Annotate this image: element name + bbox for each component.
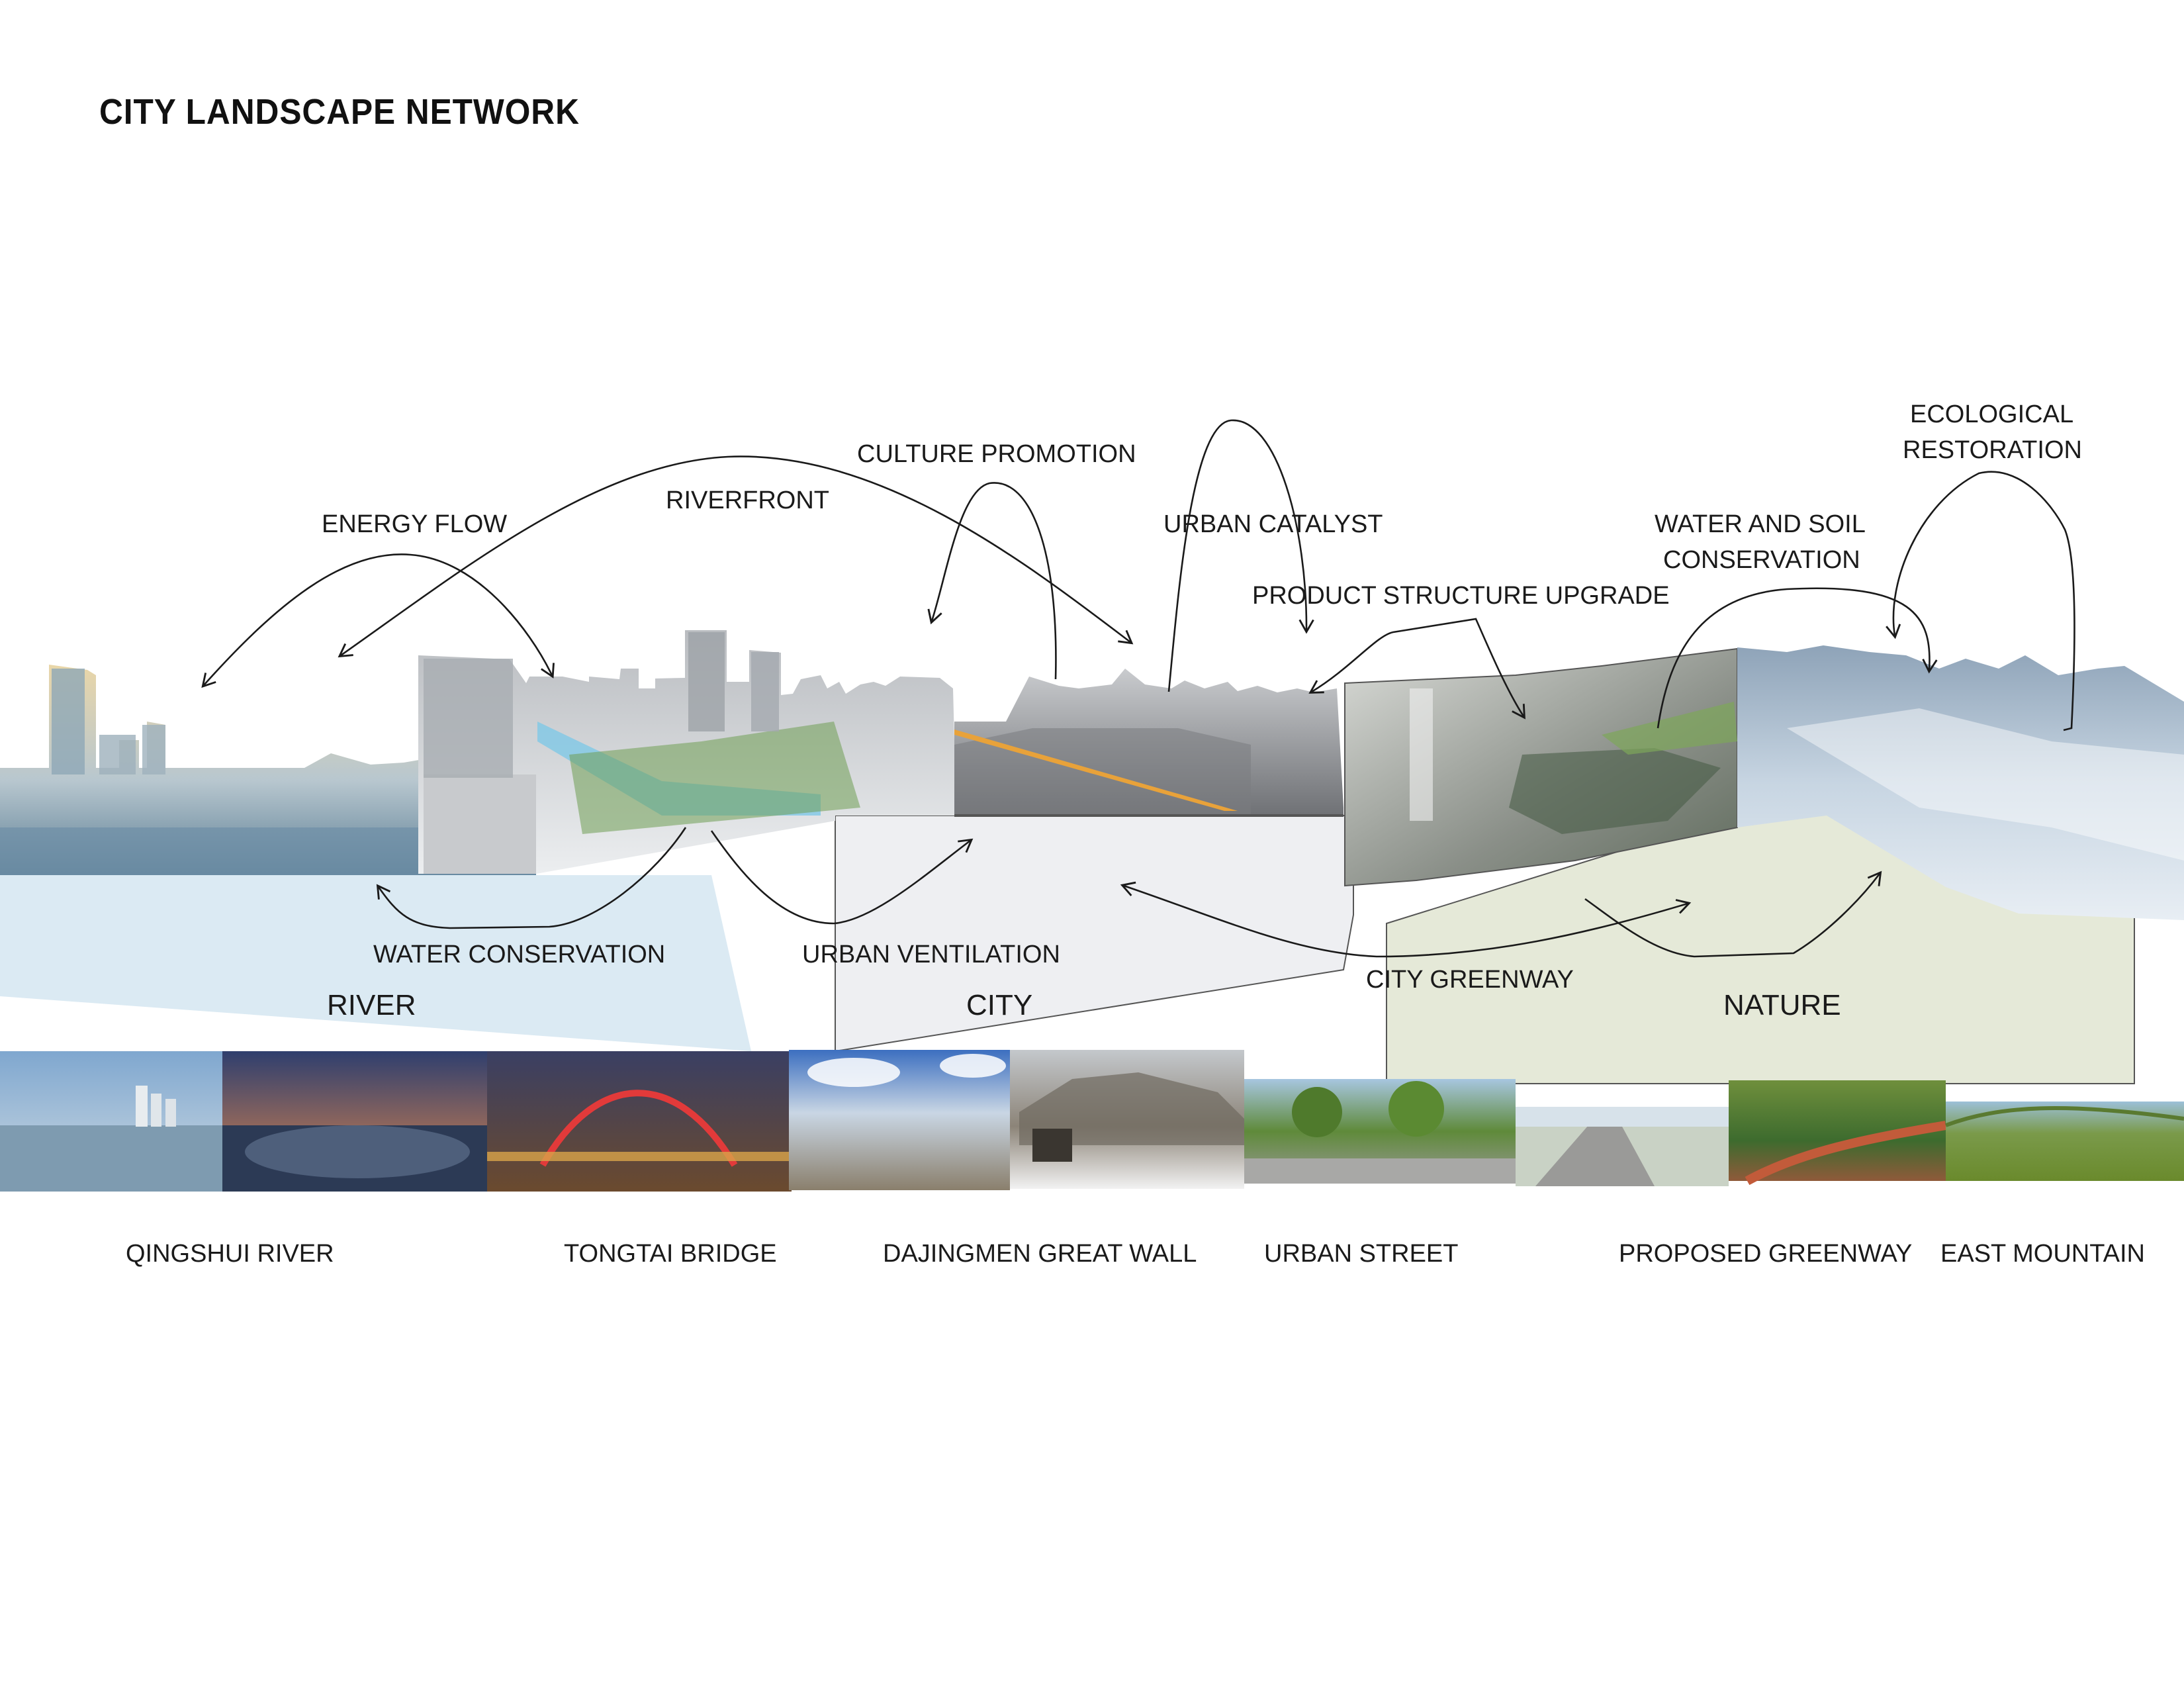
caption-east-mountain: EAST MOUNTAIN <box>1940 1240 2145 1268</box>
photo-proposed-greenway <box>1729 1080 1947 1186</box>
label-urban-ventilation: URBAN VENTILATION <box>802 941 1060 968</box>
photo-dajingmen-great-wall <box>1010 1050 1244 1189</box>
caption-dajingmen-great-wall: DAJINGMEN GREAT WALL <box>883 1240 1197 1268</box>
label-city-greenway: CITY GREENWAY <box>1366 966 1574 994</box>
caption-proposed-greenway: PROPOSED GREENWAY <box>1619 1240 1912 1268</box>
energy-flow-arrow <box>201 553 555 688</box>
label-water-soil-2: CONSERVATION <box>1663 546 1860 574</box>
photo-greenway-road <box>1516 1107 1729 1186</box>
flow-arrows <box>201 419 2075 958</box>
zone-city: CITY <box>966 989 1032 1021</box>
label-energy-flow: ENERGY FLOW <box>322 510 507 538</box>
label-culture-promotion: CULTURE PROMOTION <box>857 440 1136 468</box>
zone-river: RIVER <box>327 989 416 1021</box>
caption-tongtai-bridge: TONGTAI BRIDGE <box>564 1240 777 1268</box>
caption-urban-street: URBAN STREET <box>1264 1240 1458 1268</box>
photo-dajingmen-town <box>789 1050 1010 1190</box>
water-soil-arrow <box>1657 587 1938 729</box>
label-product-structure-upgrade: PRODUCT STRUCTURE UPGRADE <box>1252 582 1670 610</box>
city-zone-band <box>835 815 1354 1053</box>
ecological-arrow <box>1886 471 2075 731</box>
photo-east-mountain <box>1944 1102 2184 1181</box>
urban-catalyst-arrow <box>1167 419 1314 692</box>
nature-arrow <box>1584 870 1882 958</box>
label-water-soil-1: WATER AND SOIL <box>1655 510 1866 538</box>
riverfront-section-panel <box>418 630 956 874</box>
photo-tongtai-river <box>222 1051 488 1192</box>
photo-tongtai-bridge <box>487 1051 792 1192</box>
photo-qingshui-river <box>0 1051 224 1192</box>
river-zone-band <box>0 875 751 1051</box>
zone-nature: NATURE <box>1723 989 1841 1021</box>
caption-qingshui-river: QINGSHUI RIVER <box>126 1240 334 1268</box>
product-structure-arrow <box>1308 618 1525 720</box>
urban-ventilation-arrow <box>710 830 974 925</box>
label-ecological-2: RESTORATION <box>1903 436 2082 464</box>
city-greenway-arrow <box>1120 881 1692 958</box>
label-water-conservation: WATER CONSERVATION <box>373 941 665 968</box>
riverfront-arrow <box>338 455 1134 658</box>
photo-strip <box>0 1050 2184 1192</box>
photo-urban-street <box>1244 1079 1516 1184</box>
label-ecological-1: ECOLOGICAL <box>1910 400 2073 428</box>
water-conservation-arrow <box>376 827 687 929</box>
label-urban-catalyst: URBAN CATALYST <box>1163 510 1383 538</box>
label-riverfront: RIVERFRONT <box>666 487 829 514</box>
culture-promotion-arrow <box>927 482 1057 680</box>
city-street-section-panel <box>954 669 1343 817</box>
page-title: CITY LANDSCAPE NETWORK <box>99 92 580 132</box>
